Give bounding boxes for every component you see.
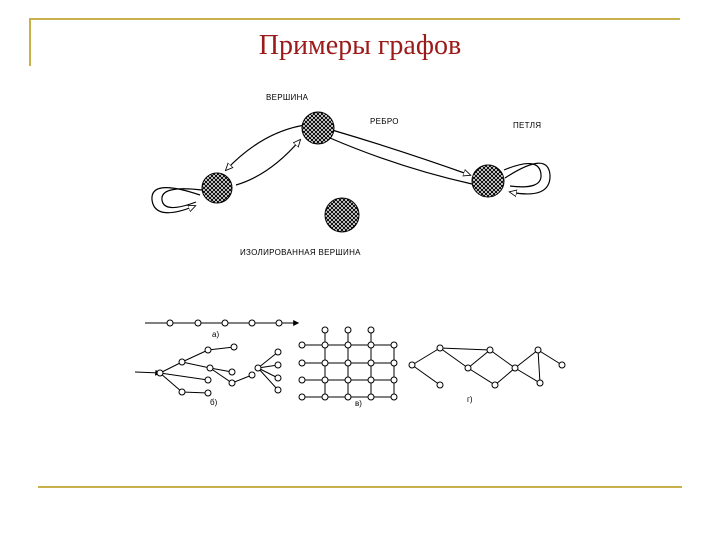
- loop-left: [151, 186, 201, 214]
- edge-left-to-upper: [235, 140, 300, 186]
- loop-left-inner: [161, 188, 203, 209]
- loop-right: [504, 162, 551, 194]
- subfig-a-path: [145, 319, 300, 327]
- top-vertices: [201, 111, 505, 233]
- subfig-b-trees: [134, 343, 282, 397]
- frame-left-line: [29, 18, 31, 66]
- loop-right-inner: [503, 163, 542, 188]
- subfig-b-label: б): [210, 398, 218, 407]
- edge-upper-to-right-2: [329, 137, 473, 185]
- vertex-upper: [301, 111, 335, 145]
- subfig-g-graph: [408, 344, 566, 389]
- top-edges: [151, 124, 551, 214]
- subfig-v-label: в): [355, 399, 362, 408]
- vertex-left: [201, 172, 233, 204]
- edge-upper-to-left: [226, 124, 306, 170]
- label-isolated: ИЗОЛИРОВАННАЯ ВЕРШИНА: [240, 248, 361, 257]
- label-loop: ПЕТЛЯ: [513, 121, 541, 130]
- subfig-g-label: г): [467, 395, 473, 404]
- label-edge: РЕБРО: [370, 117, 399, 126]
- label-vertex: ВЕРШИНА: [266, 93, 309, 102]
- subfig-v-grid: [298, 326, 398, 401]
- slide-title: Примеры графов: [258, 30, 462, 61]
- vertex-isolated: [324, 197, 360, 233]
- subfig-a-label: а): [212, 330, 219, 339]
- vertex-right: [471, 164, 505, 198]
- frame-top-line: [30, 18, 680, 20]
- edge-upper-to-right: [331, 129, 470, 175]
- frame-bottom-line: [38, 486, 682, 488]
